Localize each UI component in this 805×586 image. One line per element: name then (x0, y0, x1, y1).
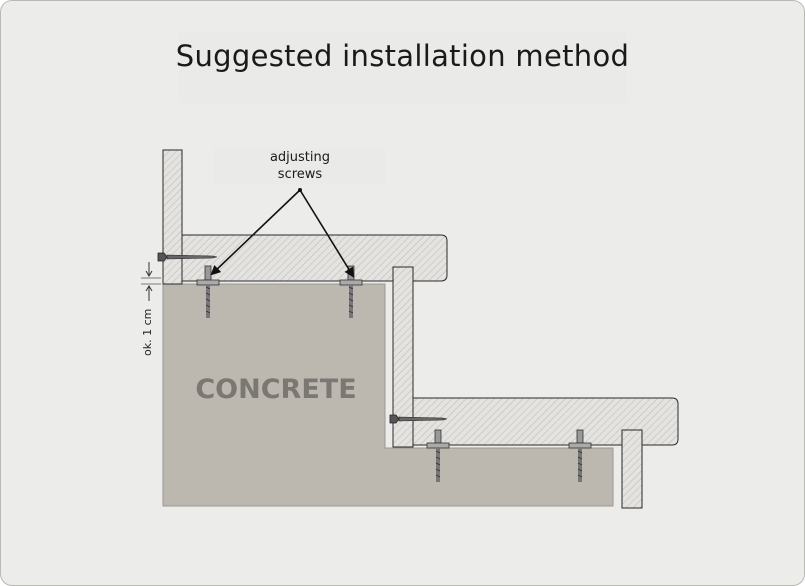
arrow-right (299, 189, 355, 278)
concrete-block (162, 283, 614, 507)
adjusting-screw-icon (568, 429, 592, 482)
wood-screw-icon (389, 414, 448, 424)
title-background (179, 31, 627, 103)
adjusting-screws-label-line2: screws (278, 167, 323, 182)
gap-dimension (141, 262, 161, 301)
end-post-board (621, 429, 643, 509)
upper-tread-board (181, 234, 448, 282)
label-background (213, 149, 385, 185)
wood-screw-icon (157, 252, 218, 262)
adjusting-screws-label-line1: adjusting (270, 150, 330, 165)
page-title: Suggested installation method (175, 39, 630, 73)
gap-label: ok. 1 cm (141, 309, 154, 356)
concrete-label: CONCRETE (195, 374, 356, 405)
adjusting-screw-icon (426, 429, 450, 482)
adjusting-screw-icon (196, 265, 220, 318)
lower-riser-board (392, 266, 414, 448)
lower-tread-board (412, 397, 679, 446)
arrow-left (210, 189, 301, 276)
upper-riser-board (162, 149, 183, 285)
